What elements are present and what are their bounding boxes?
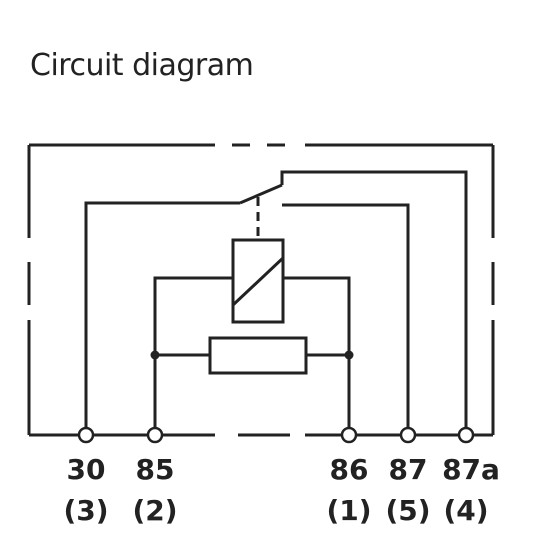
- terminal-87-pin-label: (5): [385, 494, 431, 527]
- junction-dot: [150, 350, 160, 360]
- diagram-title: Circuit diagram: [30, 48, 254, 83]
- wire-30: [84, 201, 240, 428]
- terminal-85-pin-label: (2): [132, 494, 178, 527]
- coil-winding-mark: [231, 256, 285, 307]
- coil: [231, 238, 285, 324]
- terminal-86-pin: [340, 426, 358, 444]
- wire-86: [283, 276, 351, 428]
- wire-87: [282, 203, 410, 428]
- terminal-30-pin-label: (3): [63, 494, 109, 527]
- terminal-85-label: 85: [135, 453, 175, 486]
- terminal-87a-label: 87a: [442, 453, 500, 486]
- terminal-30-label: 30: [66, 453, 106, 486]
- terminal-87-pin: [399, 426, 417, 444]
- terminal-87a-pin-label: (4): [443, 494, 489, 527]
- resistor: [208, 336, 308, 375]
- housing-outline: [27, 143, 495, 437]
- terminal-86-label: 86: [329, 453, 369, 486]
- terminal-30-pin: [77, 426, 95, 444]
- wire-87a: [280, 170, 468, 428]
- wire-85: [153, 276, 233, 428]
- terminal-87-label: 87: [388, 453, 428, 486]
- terminal-87a-pin: [457, 426, 475, 444]
- switch-arm: [239, 183, 283, 205]
- terminal-86-pin-label: (1): [326, 494, 372, 527]
- terminal-85-pin: [146, 426, 164, 444]
- junction-dot: [344, 350, 354, 360]
